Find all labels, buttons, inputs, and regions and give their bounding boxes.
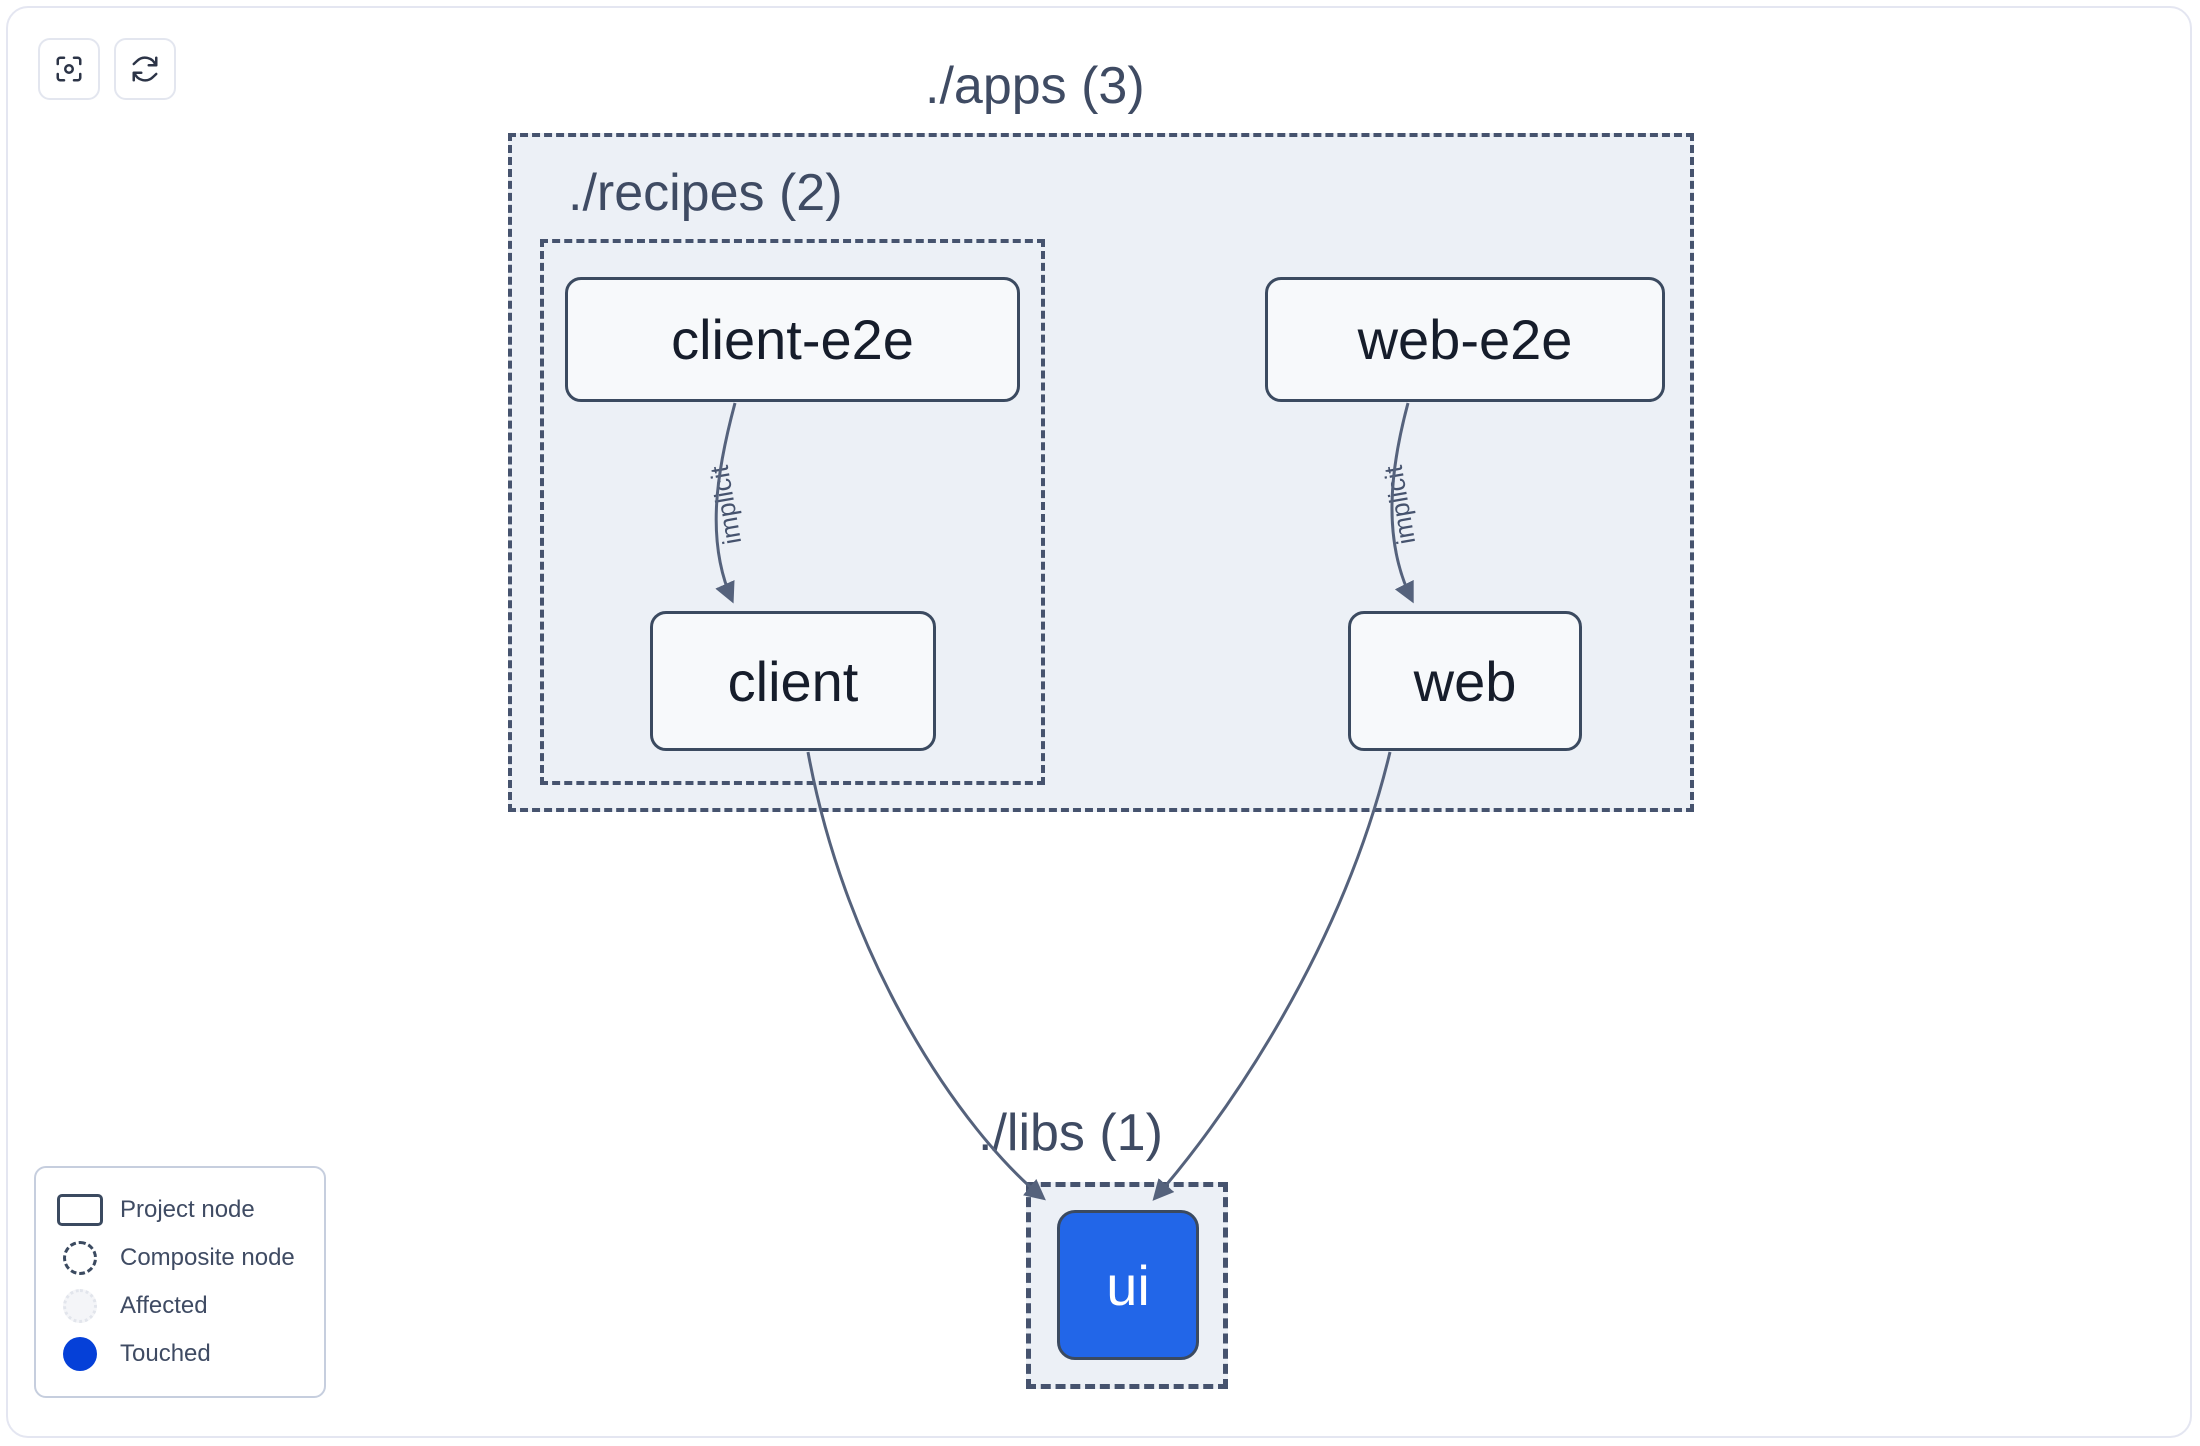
touched-swatch-icon [56,1336,104,1372]
composite-label-recipes: ./recipes (2) [568,164,843,222]
project-node-web-e2e[interactable]: web-e2e [1265,277,1665,402]
focus-target-icon [54,54,84,84]
project-node-ui[interactable]: ui [1057,1210,1199,1360]
affected-swatch-icon [56,1288,104,1324]
project-node-swatch-icon [56,1192,104,1228]
legend-label-touched: Touched [120,1340,211,1367]
graph-legend: Project node Composite node Affected Tou… [34,1166,326,1398]
legend-label-affected: Affected [120,1292,208,1319]
refresh-sync-icon [130,54,160,84]
legend-item-project-node: Project node [56,1186,304,1234]
project-node-client[interactable]: client [650,611,936,751]
refresh-graph-button[interactable] [114,38,176,100]
composite-label-apps: ./apps (3) [925,57,1145,115]
graph-toolbar [38,38,176,100]
legend-item-touched: Touched [56,1330,304,1378]
focus-graph-button[interactable] [38,38,100,100]
project-node-web[interactable]: web [1348,611,1582,751]
legend-label-composite-node: Composite node [120,1244,295,1271]
legend-label-project-node: Project node [120,1196,255,1223]
composite-label-libs: ./libs (1) [978,1104,1163,1162]
legend-item-composite-node: Composite node [56,1234,304,1282]
legend-item-affected: Affected [56,1282,304,1330]
project-node-client-e2e[interactable]: client-e2e [565,277,1020,402]
composite-node-swatch-icon [56,1240,104,1276]
